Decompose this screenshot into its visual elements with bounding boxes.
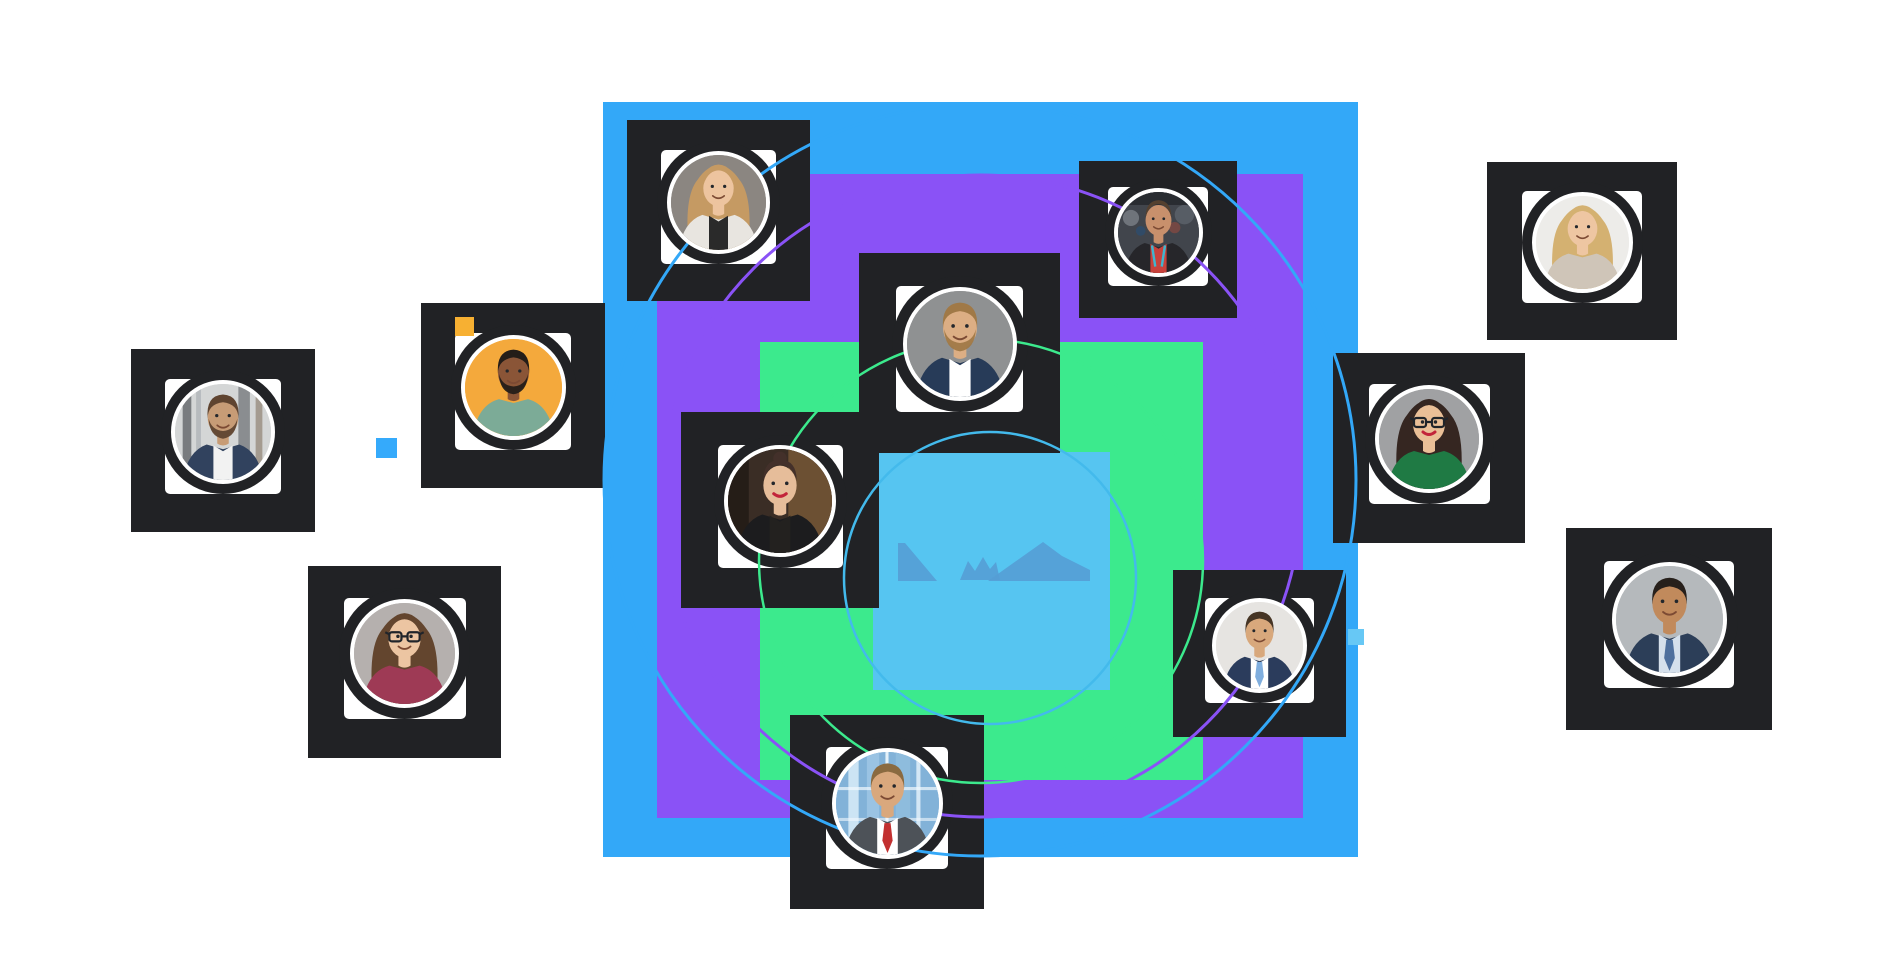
avatar-woman-blonde-top xyxy=(667,151,770,254)
avatar-woman-conference xyxy=(1114,188,1203,277)
avatar-man-right-smile xyxy=(1612,562,1727,677)
inner-sky-square xyxy=(873,452,1110,690)
avatar-woman-glasses-left xyxy=(350,599,459,708)
avatar-woman-red-lipstick xyxy=(724,445,836,557)
avatar-man-red-tie xyxy=(832,748,943,859)
small-blue-square-left xyxy=(376,438,397,458)
avatar-man-center-beard xyxy=(903,287,1017,401)
avatar-man-orange-background xyxy=(461,335,566,440)
avatar-woman-blonde-right xyxy=(1532,192,1633,293)
small-yellow-square xyxy=(455,317,474,336)
small-sky-square-right xyxy=(1348,629,1364,645)
avatar-woman-glasses-right xyxy=(1375,385,1483,493)
avatar-man-blue-tie xyxy=(1212,598,1307,693)
avatar-man-profile-beard xyxy=(171,380,275,484)
